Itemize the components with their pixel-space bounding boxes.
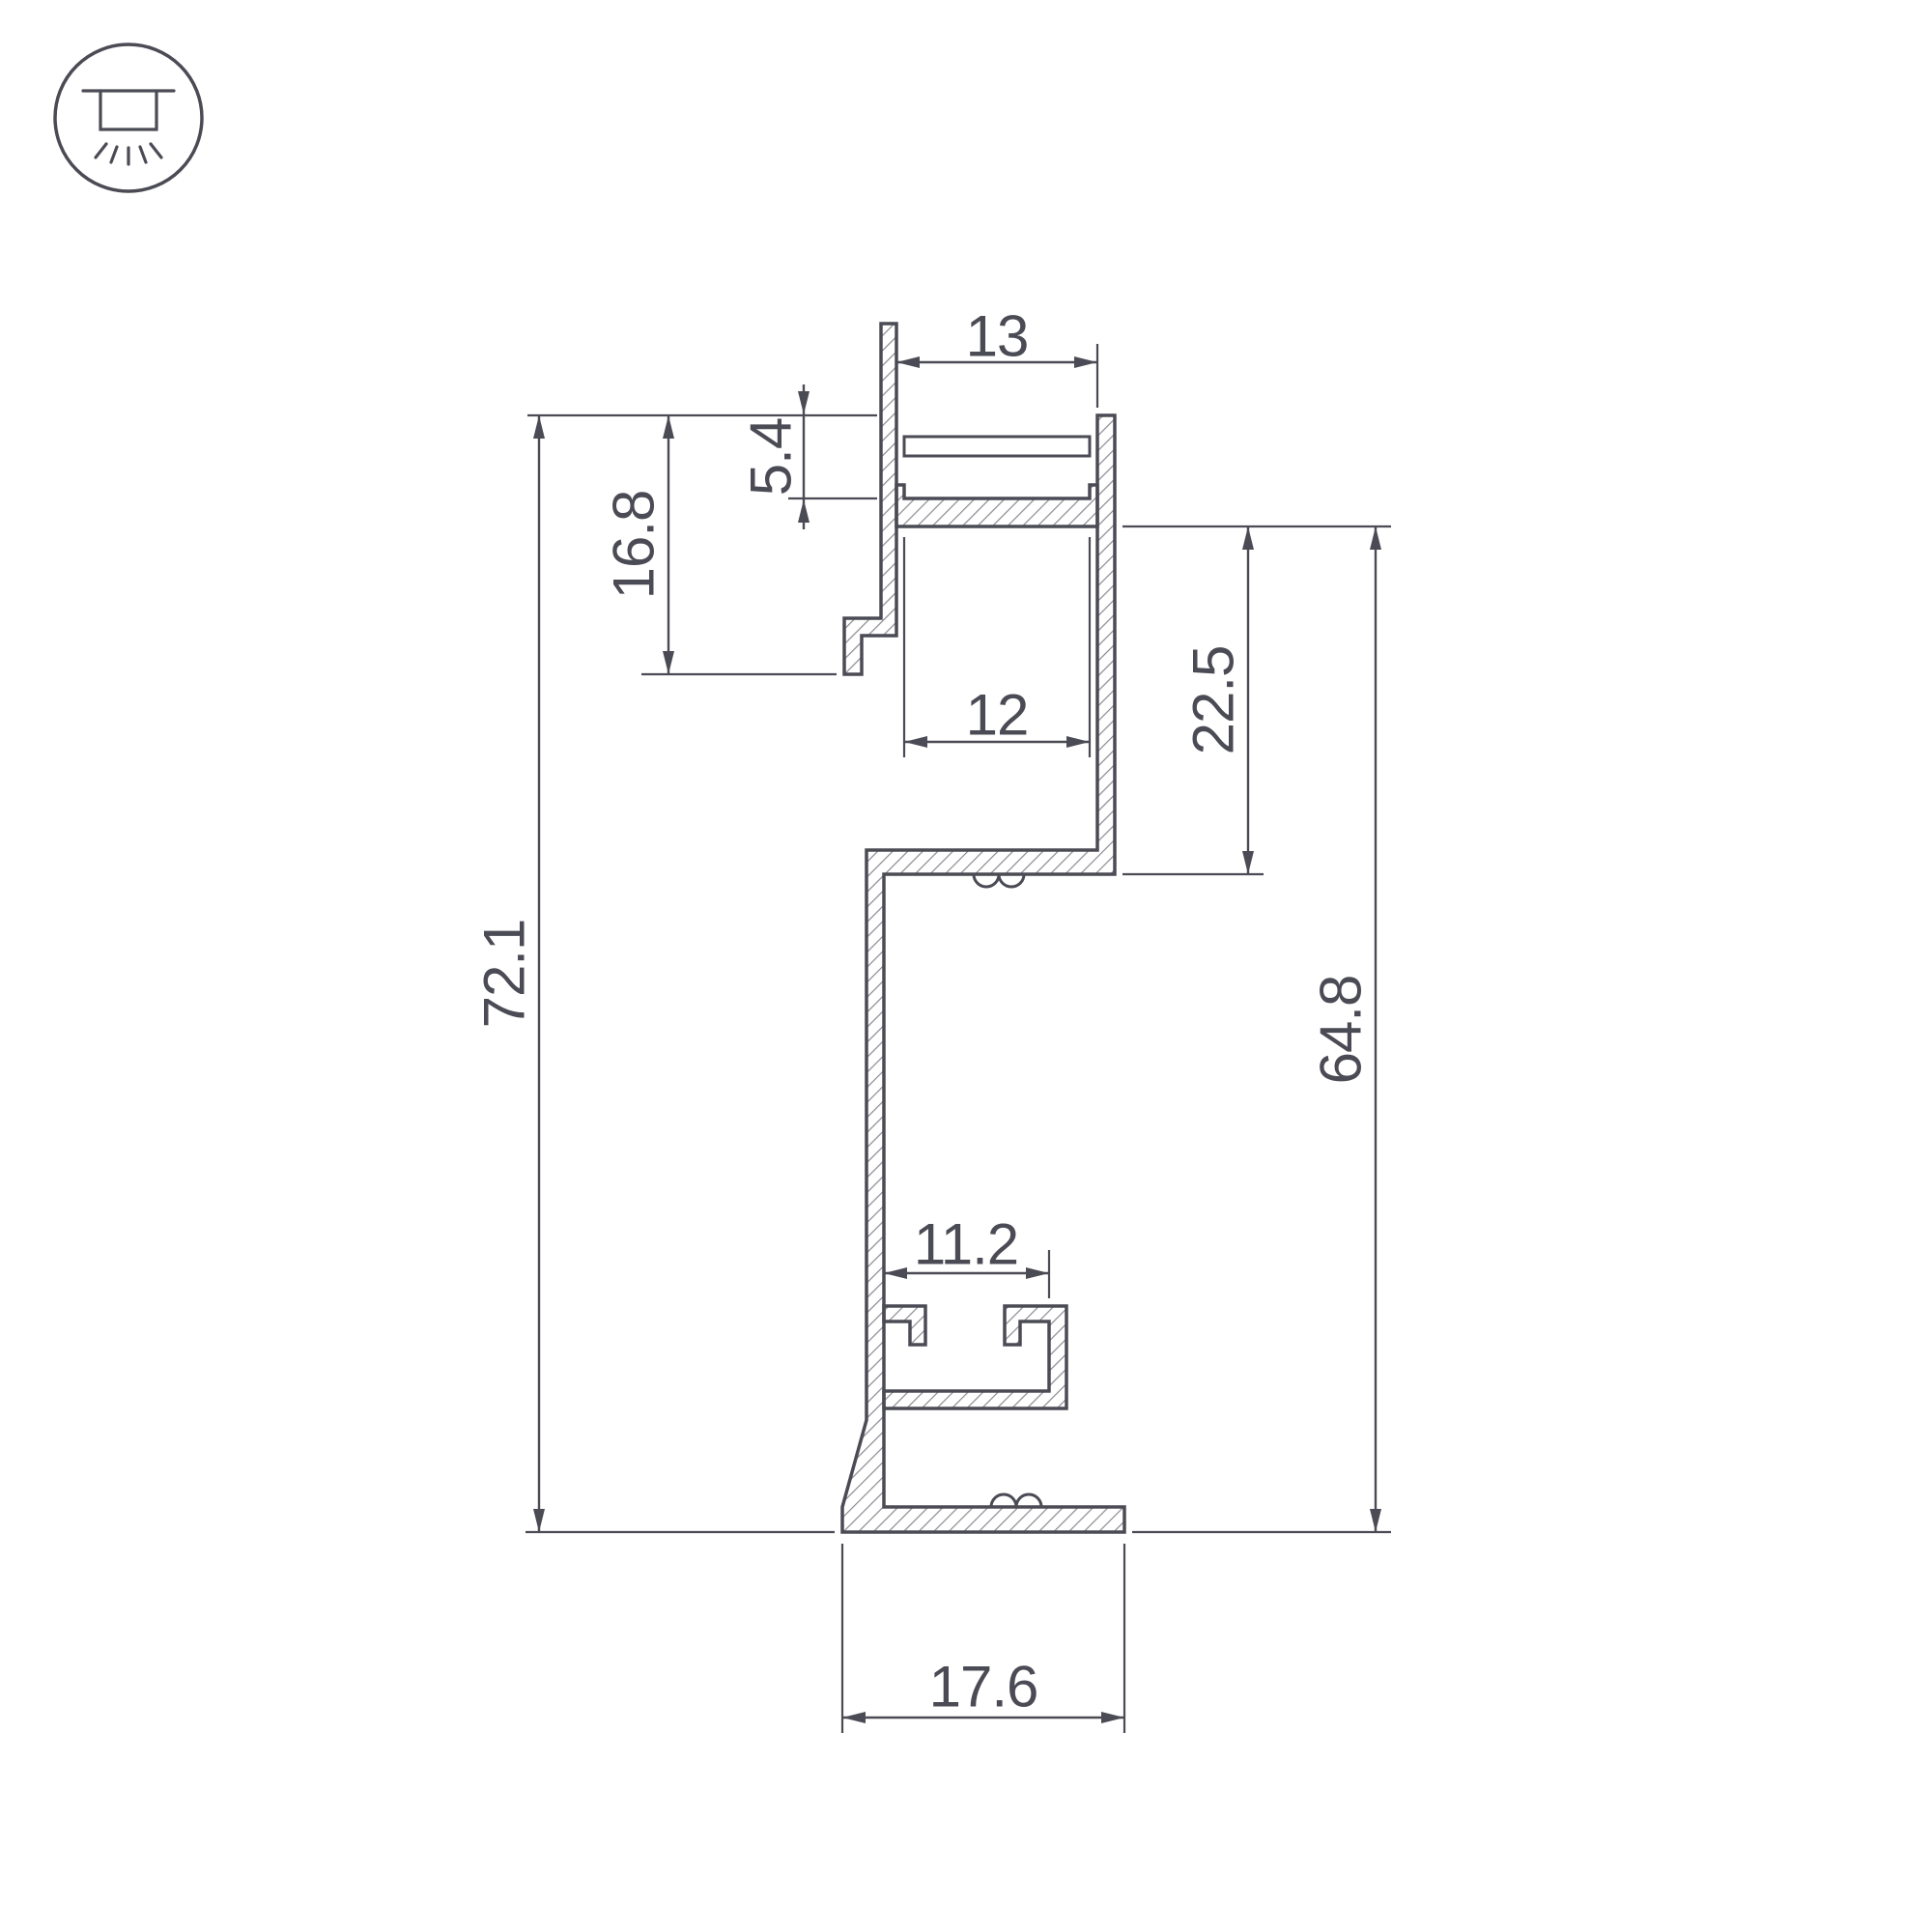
dim-label-body-height: 64.8 xyxy=(1309,976,1374,1085)
right-wall-web-and-base xyxy=(840,413,1126,1534)
dim-label-lower-slot-width: 11.2 xyxy=(914,1212,1018,1277)
icon-light-ray xyxy=(94,142,108,159)
step-clip-boss xyxy=(972,873,1026,889)
dimension-overall-height: 72.1 xyxy=(472,413,877,1534)
dimension-top-opening: 13 xyxy=(896,304,1099,408)
dim-label-flange-height: 16.8 xyxy=(602,491,667,600)
dimension-upper-box-depth: 22.5 xyxy=(1122,525,1391,876)
dimension-body-height: 64.8 xyxy=(1132,526,1391,1534)
dimension-base-width: 17.6 xyxy=(840,1544,1126,1733)
dim-label-upper-box-depth: 22.5 xyxy=(1181,646,1246,755)
icon-light-ray xyxy=(138,145,148,164)
dimension-lower-slot-width: 11.2 xyxy=(882,1212,1051,1298)
lower-bracket-body xyxy=(882,1304,1068,1410)
dim-label-overall-height: 72.1 xyxy=(472,920,537,1029)
dimension-cover-depth: 5.4 xyxy=(739,384,877,529)
lower-bracket-left-tab xyxy=(882,1304,927,1347)
led-channel-floor xyxy=(895,483,1099,528)
dim-label-cover-depth: 5.4 xyxy=(739,418,804,496)
icon-fixture-body xyxy=(99,89,158,131)
dim-label-base-width: 17.6 xyxy=(929,1655,1038,1719)
icon-light-ray xyxy=(149,142,163,159)
upper-flange-and-hook xyxy=(842,322,898,676)
icon-light-ray xyxy=(109,145,119,164)
dimension-flange-height: 16.8 xyxy=(602,415,837,676)
base-clip-boss xyxy=(989,1492,1043,1508)
dimension-led-slot-width: 12 xyxy=(902,537,1092,757)
profile-section xyxy=(840,322,1126,1534)
dim-label-led-slot-width: 12 xyxy=(966,683,1029,748)
recessed-ceiling-light-icon xyxy=(53,43,204,193)
dim-label-top-opening: 13 xyxy=(966,304,1029,369)
icon-circle xyxy=(53,43,204,193)
diffuser-cover xyxy=(902,435,1092,458)
